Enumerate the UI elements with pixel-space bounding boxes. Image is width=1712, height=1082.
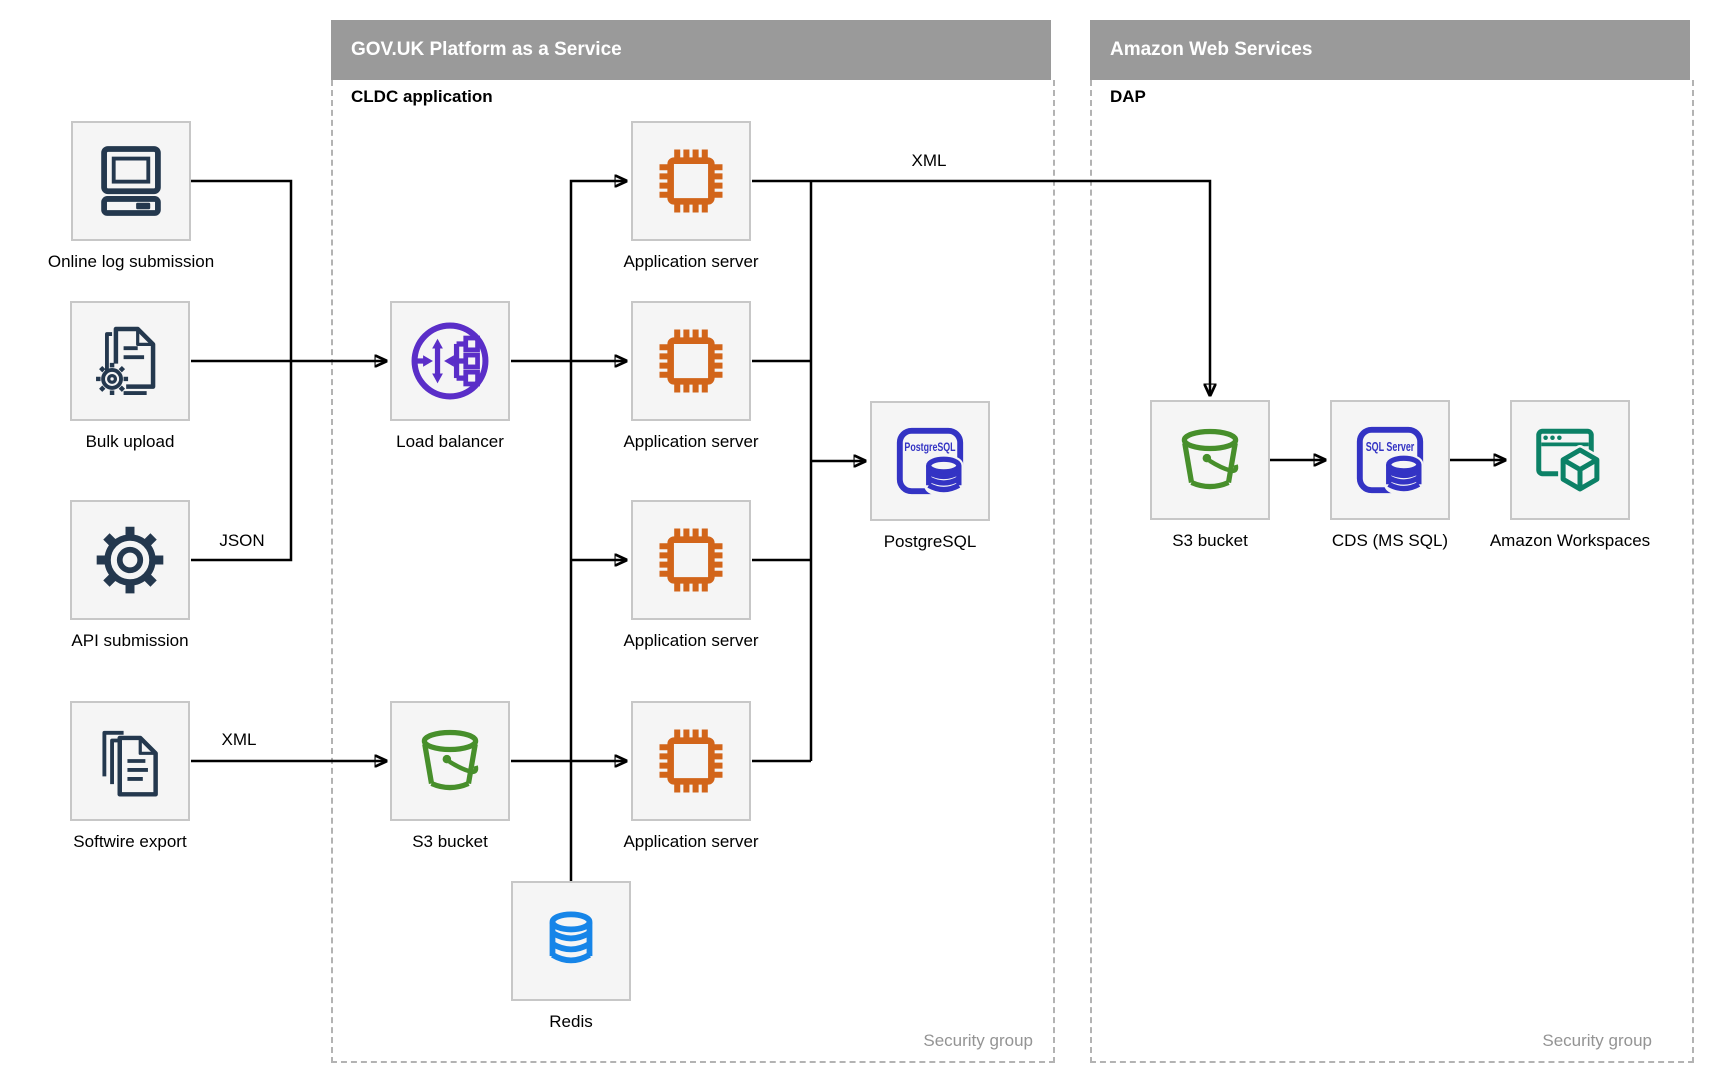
edge-label-json: JSON [216,531,268,551]
node-application-server-3 [631,500,751,620]
node-label-amazon-workspaces: Amazon Workspaces [1489,531,1651,550]
chip-icon [659,149,723,213]
paas-footer: Security group [923,1031,1033,1050]
node-label-bulk-upload: Bulk upload [85,432,175,451]
node-label-cds-ms-sql: CDS (MS SQL) [1331,531,1449,550]
node-amazon-workspaces [1510,400,1630,520]
node-application-server-1 [631,121,751,241]
edge-label-xml-aws: XML [908,151,950,171]
database-cylinder-icon [549,911,593,964]
gear-icon [96,526,164,594]
node-label-application-server-3: Application server [623,631,759,650]
node-bulk-upload [70,301,190,421]
document-gear-icon [96,326,156,395]
paas-header-bar: GOV.UK Platform as a Service [331,20,1051,80]
node-s3-bucket-aws [1150,400,1270,520]
node-application-server-4 [631,701,751,821]
aws-container [1090,80,1694,1063]
postgresql-icon: PostgreSQL [896,427,964,497]
node-label-application-server-4: Application server [623,832,759,851]
postgresql-icon-text: PostgreSQL [904,440,955,454]
computer-icon [101,146,161,216]
paas-sublabel: CLDC application [351,87,493,106]
aws-footer: Security group [1542,1031,1652,1050]
node-label-s3-bucket-aws: S3 bucket [1172,531,1248,550]
node-label-online-log: Online log submission [47,252,215,271]
node-postgresql: PostgreSQL [870,401,990,521]
load-balancer-icon [411,322,489,400]
sql-server-icon-text: SQL Server [1366,439,1415,454]
bucket-icon [1181,428,1239,490]
node-label-s3-bucket-paas: S3 bucket [412,832,488,851]
node-label-softwire-export: Softwire export [73,832,187,851]
node-label-redis: Redis [549,1012,593,1031]
node-online-log-submission [71,121,191,241]
node-label-postgresql: PostgreSQL [883,532,977,551]
node-softwire-export [70,701,190,821]
node-label-load-balancer: Load balancer [396,432,504,451]
aws-header-bar: Amazon Web Services [1090,20,1690,80]
edge-label-xml-softwire: XML [218,730,260,750]
workspaces-icon [1536,428,1602,494]
node-s3-bucket-paas [390,701,510,821]
node-load-balancer [390,301,510,421]
edge-onlinelog-merge [191,179,293,361]
sql-server-icon: SQL Server [1356,426,1424,496]
chip-icon [659,329,723,393]
chip-icon [659,528,723,592]
bucket-icon [421,729,479,791]
node-label-api-submission: API submission [71,631,189,650]
node-application-server-2 [631,301,751,421]
edge-distributor-to-app1-and-redis [569,181,624,881]
aws-title: Amazon Web Services [1110,39,1313,60]
edge-api-json-merge [191,361,293,562]
chip-icon [659,729,723,793]
aws-sublabel: DAP [1110,87,1146,106]
node-cds-ms-sql: SQL Server [1330,400,1450,520]
edge-app1-xml-to-aws-s3 [752,179,1210,393]
node-api-submission [70,500,190,620]
node-label-application-server-1: Application server [623,252,759,271]
paas-title: GOV.UK Platform as a Service [351,39,622,60]
node-redis [511,881,631,1001]
node-label-application-server-2: Application server [623,432,759,451]
documents-stack-icon [102,730,158,797]
